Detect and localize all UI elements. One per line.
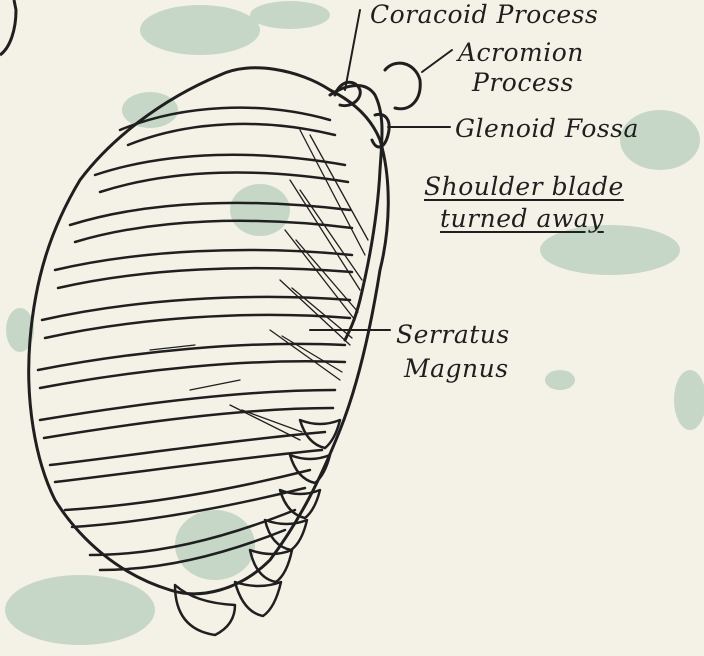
label-shoulder-blade: Shoulder blade [424, 174, 624, 199]
label-turned-away: turned away [440, 206, 604, 231]
ribs [38, 108, 352, 570]
label-serratus: Serratus [396, 322, 510, 347]
label-magnus: Magnus [404, 356, 509, 381]
label-acromion: Acromion [458, 40, 584, 65]
label-acromion-process: Process [472, 70, 574, 95]
skull-edge [0, 0, 16, 55]
paper-stains [5, 1, 704, 645]
label-coracoid-process: Coracoid Process [370, 2, 598, 27]
acromion-leader [422, 50, 452, 72]
label-glenoid-fossa: Glenoid Fossa [455, 116, 639, 141]
acromion-process-shape [385, 63, 420, 109]
coracoid-leader [345, 10, 360, 90]
